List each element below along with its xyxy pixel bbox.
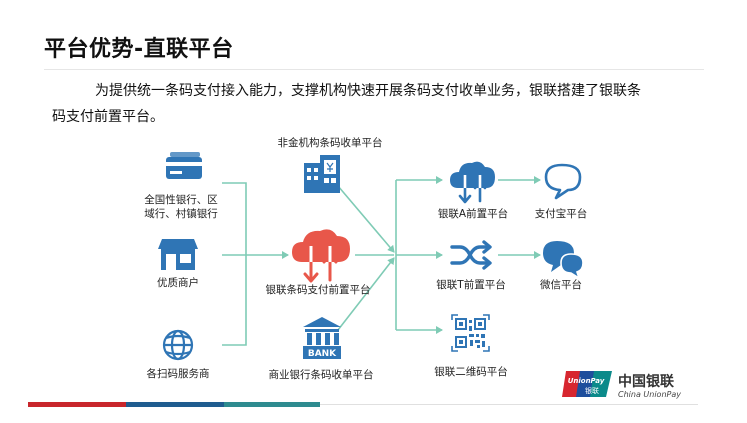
logo-badge-line2: 银联	[585, 386, 599, 395]
logo-cn-name: 中国银联	[618, 373, 675, 390]
label-scan-providers: 各扫码服务商	[146, 368, 210, 380]
connector-commercial	[337, 257, 395, 331]
logo-en-name: China UnionPay	[618, 390, 681, 399]
label-banks: 全国性银行、区域行、村镇银行	[144, 194, 218, 220]
cloud-transfer-icon	[292, 229, 350, 283]
storefront-icon	[158, 239, 198, 270]
office-building-icon	[304, 155, 340, 193]
globe-icon	[162, 329, 194, 361]
shuffle-icon	[450, 240, 492, 270]
page-title: 平台优势-直联平台	[44, 37, 234, 62]
label-alipay: 支付宝平台	[534, 208, 588, 220]
bank-building-icon: BANK	[303, 317, 341, 359]
cloud-transfer-icon	[450, 161, 495, 204]
chat-bubble-icon	[544, 163, 582, 200]
connector-nonfinancial	[337, 185, 395, 253]
connector-banks	[222, 182, 247, 346]
logo-badge-line1: UnionPay	[568, 377, 605, 385]
footer-rule	[320, 404, 698, 405]
qr-code-icon	[451, 314, 490, 352]
title-divider	[44, 69, 704, 70]
label-wechat: 微信平台	[540, 279, 582, 291]
label-front-t: 银联T前置平台	[436, 279, 506, 291]
card-stack-icon	[166, 152, 202, 179]
label-front-platform: 银联条码支付前置平台	[265, 284, 371, 296]
label-commercial-banks: 商业银行条码收单平台	[268, 369, 374, 381]
footer-bar-red	[28, 402, 126, 407]
intro-paragraph: 为提供统一条码支付接入能力，支撑机构快速开展条码支付收单业务，银联搭建了银联条码…	[52, 83, 641, 125]
bank-badge-text: BANK	[308, 349, 337, 359]
china-unionpay-logo: UnionPay 银联 中国银联 China UnionPay	[562, 369, 712, 405]
connector-lines	[222, 176, 541, 346]
label-merchants: 优质商户	[157, 277, 199, 289]
footer-bar-blue	[126, 402, 224, 407]
label-nonfinancial: 非金机构条码收单平台	[277, 137, 383, 149]
label-front-a: 银联A前置平台	[437, 208, 509, 220]
footer-bar-teal	[224, 402, 320, 407]
label-qr-platform: 银联二维码平台	[434, 366, 508, 378]
chat-bubbles-icon	[543, 241, 584, 280]
